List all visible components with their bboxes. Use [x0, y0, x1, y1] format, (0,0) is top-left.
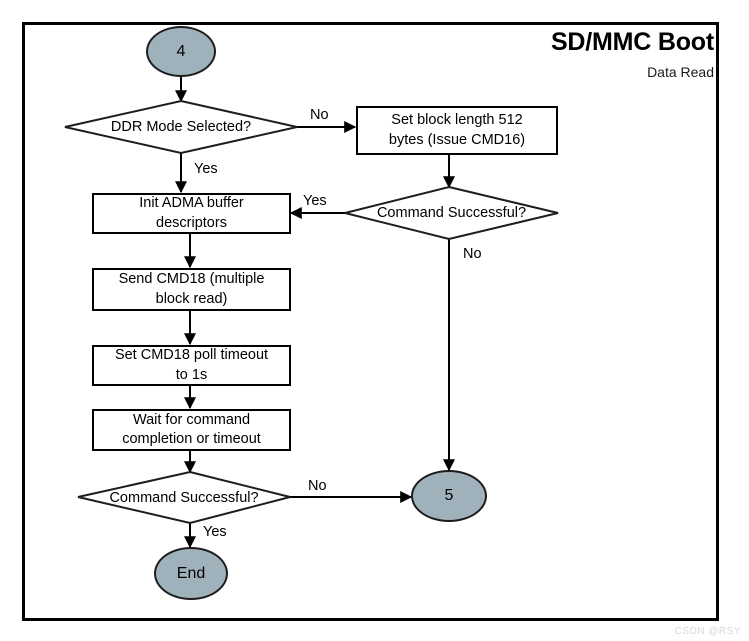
- node-init-adma[interactable]: Init ADMA buffer descriptors: [92, 193, 291, 234]
- page-title: SD/MMC Boot: [550, 28, 714, 56]
- page-subtitle: Data Read: [647, 64, 714, 80]
- edge-label-top-success-no: No: [463, 246, 482, 262]
- node-command-successful-bottom[interactable]: Command Successful?: [78, 472, 290, 523]
- node-init-adma-line1: Init ADMA buffer: [139, 195, 244, 212]
- edge-label-bottom-success-yes: Yes: [203, 524, 227, 540]
- node-wait-completion-line1: Wait for command: [132, 411, 251, 428]
- node-set-cmd18-timeout[interactable]: Set CMD18 poll timeout to 1s: [92, 345, 291, 386]
- node-send-cmd18-line2: block read): [155, 290, 228, 307]
- node-command-successful-top[interactable]: Command Successful?: [345, 187, 558, 239]
- node-command-successful-bottom-label: Command Successful?: [109, 489, 259, 506]
- node-command-successful-top-label: Command Successful?: [376, 205, 527, 221]
- node-start-4[interactable]: 4: [146, 26, 216, 77]
- edge-label-ddr-yes: Yes: [194, 161, 218, 177]
- node-connector-5[interactable]: 5: [411, 470, 487, 522]
- node-wait-completion[interactable]: Wait for command completion or timeout: [92, 409, 291, 451]
- edge-label-ddr-no: No: [310, 107, 329, 123]
- edge-label-top-success-yes: Yes: [303, 193, 327, 209]
- node-ddr-mode-selected-label: DDR Mode Selected?: [110, 119, 252, 135]
- node-set-block-length[interactable]: Set block length 512 bytes (Issue CMD16): [356, 106, 558, 155]
- node-connector-5-label: 5: [444, 487, 454, 504]
- edge-label-bottom-success-no: No: [308, 478, 327, 494]
- node-end-label: End: [176, 564, 206, 582]
- node-set-block-length-line1: Set block length 512: [391, 112, 523, 129]
- node-wait-completion-line2: completion or timeout: [122, 431, 261, 447]
- node-ddr-mode-selected[interactable]: DDR Mode Selected?: [65, 101, 297, 153]
- node-set-block-length-line2: bytes (Issue CMD16): [388, 131, 526, 148]
- node-init-adma-line2: descriptors: [156, 214, 227, 231]
- node-start-4-label: 4: [176, 42, 186, 60]
- node-set-cmd18-timeout-line1: Set CMD18 poll timeout: [114, 347, 269, 364]
- node-send-cmd18-line1: Send CMD18 (multiple: [118, 271, 265, 288]
- node-set-cmd18-timeout-line2: to 1s: [175, 366, 208, 383]
- node-end[interactable]: End: [154, 547, 228, 600]
- node-send-cmd18[interactable]: Send CMD18 (multiple block read): [92, 268, 291, 311]
- watermark: CSDN @RSY: [674, 626, 741, 637]
